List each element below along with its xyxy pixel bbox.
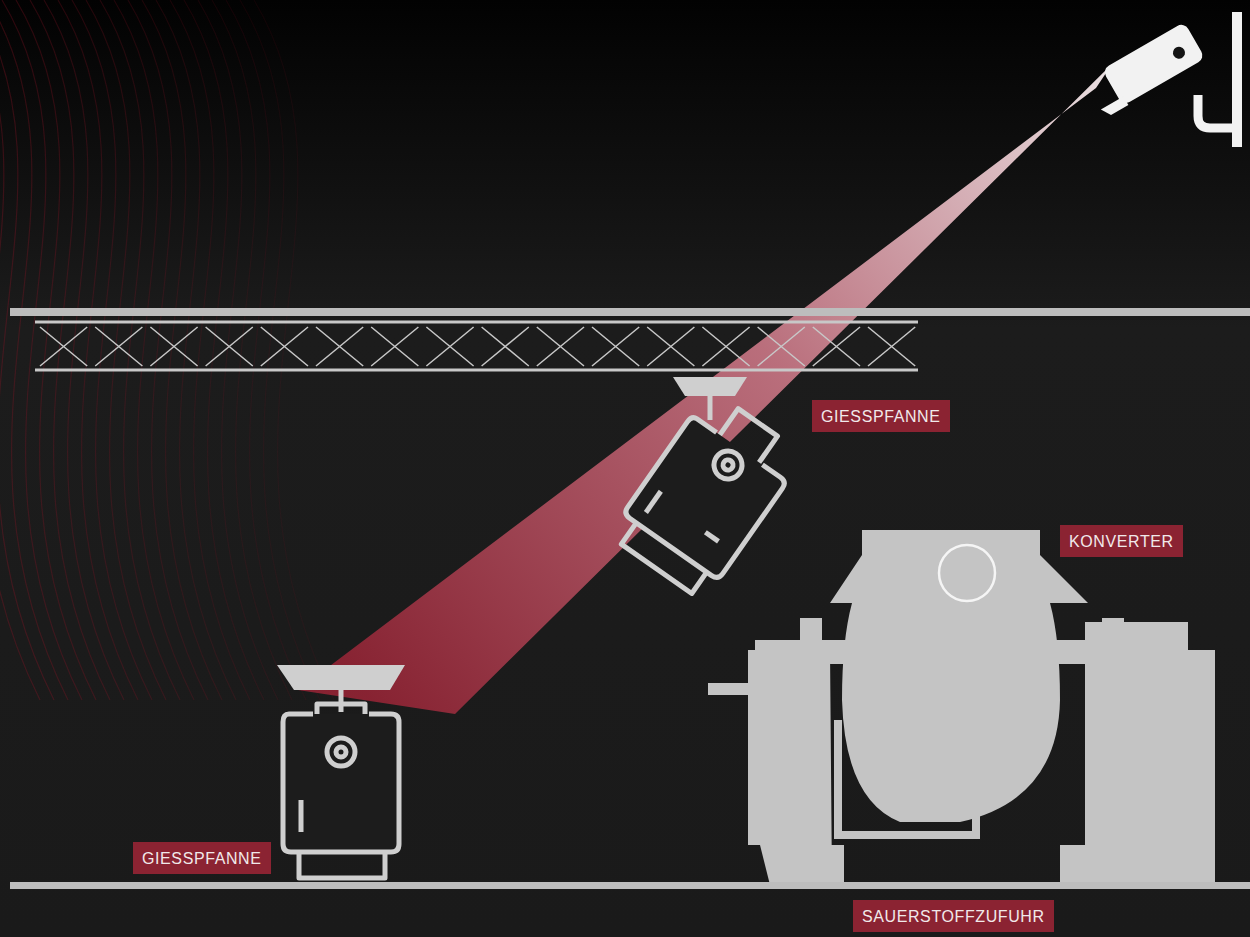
ladle-lower (277, 665, 405, 878)
part-label: GIESSPFANNE (133, 842, 271, 874)
label-text: SAUERSTOFFZUFUHR (862, 907, 1045, 926)
red-line-texture (0, 0, 334, 700)
part-label: SAUERSTOFFZUFUHR (853, 900, 1054, 932)
crane-rail (10, 308, 1250, 316)
crane-truss (35, 322, 918, 370)
part-label: KONVERTER (1060, 525, 1183, 557)
converter (708, 530, 1215, 885)
part-label: GIESSPFANNE (812, 400, 950, 432)
ladle-upper (608, 377, 805, 601)
label-text: GIESSPFANNE (142, 849, 262, 868)
surveillance-camera (1084, 12, 1242, 147)
label-text: KONVERTER (1069, 532, 1174, 551)
label-text: GIESSPFANNE (821, 407, 941, 426)
floor-line (10, 882, 1250, 889)
